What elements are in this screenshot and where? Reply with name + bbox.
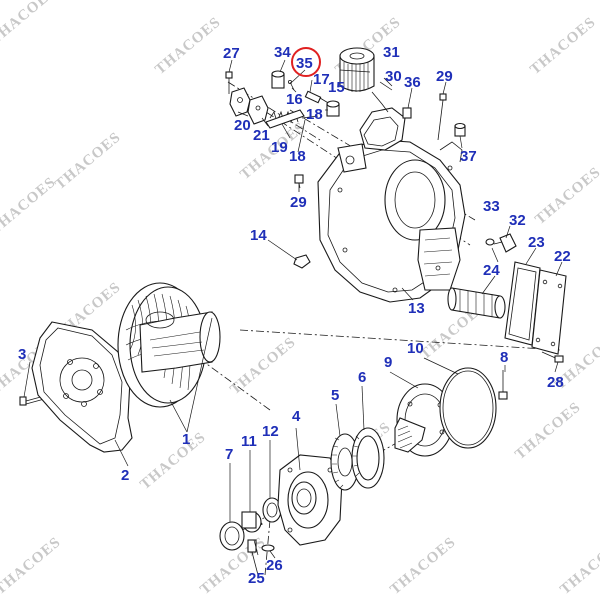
part-13-flywheel-housing — [317, 107, 466, 303]
watermark: THACOES — [0, 174, 59, 238]
callout-36: 36 — [404, 74, 421, 91]
part-16-17-plunger — [304, 90, 331, 105]
part-22-cover — [531, 269, 567, 355]
callout-11: 11 — [241, 433, 257, 450]
callout-22: 22 — [554, 248, 571, 265]
watermark: THACOES — [0, 0, 59, 48]
part-20-bracket — [229, 87, 251, 117]
watermark: THACOES — [0, 534, 64, 598]
part-21-plate — [247, 95, 269, 125]
part-10-o-ring — [439, 367, 497, 449]
callout-2: 2 — [121, 467, 129, 484]
callout-37: 37 — [460, 148, 477, 165]
part-4-pump-housing — [277, 454, 343, 546]
callout-5: 5 — [331, 387, 339, 404]
part-37-plug — [454, 122, 466, 137]
callout-14: 14 — [250, 227, 267, 244]
callout-35: 35 — [296, 55, 313, 72]
callout-20: 20 — [234, 117, 251, 134]
callout-30: 30 — [385, 68, 402, 85]
callout-10: 10 — [407, 340, 424, 357]
callout-29a: 29 — [436, 68, 453, 85]
highlight-circle — [291, 47, 321, 77]
part-6-ring-gear — [351, 427, 385, 489]
callout-8: 8 — [500, 349, 508, 366]
part-19-spring — [265, 109, 305, 129]
callout-labels: 1 2 3 4 5 6 7 8 9 10 11 12 13 14 15 16 1… — [18, 44, 571, 587]
part-28-bolt — [541, 351, 564, 363]
callout-19: 19 — [271, 139, 288, 156]
callout-1: 1 — [182, 431, 190, 448]
part-35-pin — [287, 80, 295, 91]
callout-31: 31 — [383, 44, 400, 61]
part-34-valve-cap — [271, 70, 285, 89]
part-23-gasket — [504, 261, 541, 346]
part-25-26-bolt-washer — [247, 539, 275, 576]
callout-9: 9 — [384, 354, 392, 371]
watermark: THACOES — [152, 14, 224, 78]
part-11-bushing — [241, 511, 263, 533]
watermark: THACOES — [557, 534, 600, 598]
part-30-tube — [371, 77, 393, 113]
callout-24: 24 — [483, 262, 500, 279]
part-9-stator-shaft — [394, 383, 454, 457]
callout-25: 25 — [248, 570, 265, 587]
callout-13: 13 — [408, 300, 425, 317]
callout-6: 6 — [358, 369, 366, 386]
part-27-bolt — [225, 71, 233, 94]
part-29-bolt-upper — [437, 93, 447, 141]
callout-18b: 18 — [289, 148, 306, 165]
callout-17: 17 — [313, 71, 330, 88]
part-7-seal — [219, 521, 245, 551]
callout-23: 23 — [528, 234, 545, 251]
watermark: THACOES — [52, 129, 124, 193]
callout-18a: 18 — [306, 106, 323, 123]
part-14-plug — [293, 254, 311, 269]
callout-28: 28 — [547, 374, 564, 391]
part-32-breather — [493, 233, 517, 253]
part-18-bushing — [301, 100, 340, 119]
callout-12: 12 — [262, 423, 279, 440]
part-36-plug — [402, 107, 412, 119]
part-31-filter — [339, 47, 375, 92]
watermark: THACOES — [527, 14, 599, 78]
callout-29b: 29 — [290, 194, 307, 211]
leader-lines — [23, 59, 563, 559]
part-8-bolt — [498, 370, 508, 400]
callout-21: 21 — [253, 127, 270, 144]
callout-4: 4 — [292, 408, 301, 425]
callout-7: 7 — [225, 446, 233, 463]
watermark: THACOES — [387, 534, 459, 598]
part-33-washer — [485, 238, 495, 246]
callout-34: 34 — [274, 44, 291, 61]
watermark: THACOES — [137, 429, 209, 493]
watermark: THACOES — [512, 399, 584, 463]
callout-26: 26 — [266, 557, 283, 574]
watermark: THACOES — [532, 164, 600, 228]
part-2-flex-plate — [31, 321, 133, 453]
callout-16: 16 — [286, 91, 303, 108]
callout-27: 27 — [223, 45, 240, 62]
callout-33: 33 — [483, 198, 500, 215]
part-24-strainer — [447, 287, 506, 319]
callout-32: 32 — [509, 212, 526, 229]
callout-3: 3 — [18, 346, 26, 363]
part-1-torque-converter — [117, 282, 221, 408]
watermark: THACOES — [227, 334, 299, 398]
callout-15: 15 — [328, 79, 345, 96]
